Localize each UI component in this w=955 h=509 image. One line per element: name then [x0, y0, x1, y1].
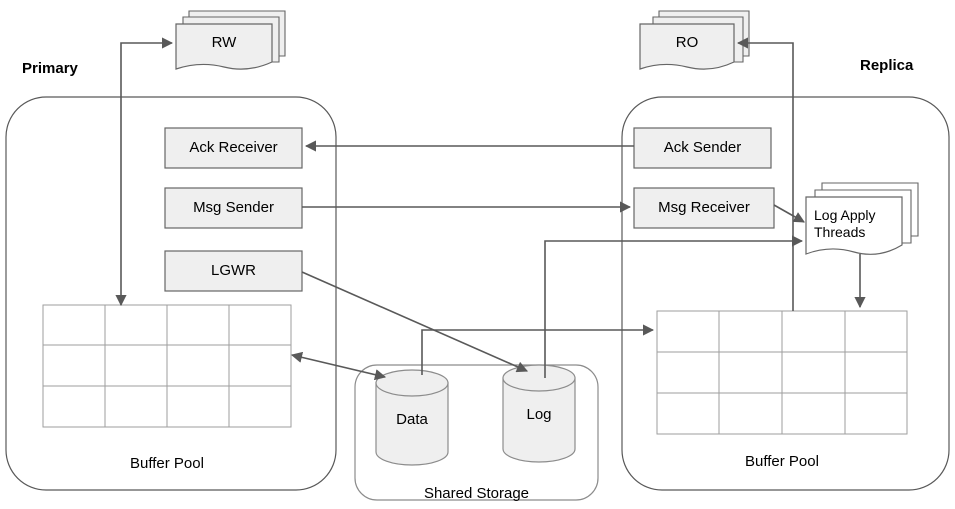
- connector-replica-buffer-pool-to-ro: [736, 37, 794, 311]
- lgwr-box[interactable]: [164, 250, 303, 292]
- log-cylinder[interactable]: [502, 364, 576, 463]
- msg-sender-box[interactable]: [164, 187, 303, 229]
- connector-msg-receiver-to-log-apply-threads: [773, 204, 805, 223]
- replica-buffer-pool: [656, 310, 908, 435]
- connector-data-to-replica-buffer-pool: [421, 324, 655, 375]
- rw-document-stack[interactable]: [175, 10, 286, 70]
- log-apply-threads-stack[interactable]: [805, 182, 919, 255]
- msg-receiver-box[interactable]: [633, 187, 775, 229]
- shared-storage-caption: Shared Storage: [423, 485, 530, 502]
- data-cylinder[interactable]: [375, 369, 449, 466]
- primary-buffer-pool: [42, 304, 292, 428]
- shared-storage-container: [354, 364, 599, 501]
- primary-buffer-pool-caption: Buffer Pool: [130, 455, 204, 472]
- connector-lgwr-to-log: [301, 271, 529, 373]
- connector-log-to-log-apply-threads: [544, 235, 804, 378]
- connector-data-to-primary-buffer-pool: [290, 351, 387, 381]
- replica-zone-title: Replica: [860, 57, 914, 74]
- ack-receiver-box[interactable]: [164, 127, 303, 169]
- ack-sender-box[interactable]: [633, 127, 772, 169]
- connector-rw-buffer-pool: [115, 37, 174, 307]
- ro-document-stack[interactable]: [639, 10, 750, 70]
- replica-buffer-pool-caption: Buffer Pool: [745, 453, 819, 470]
- primary-zone-title: Primary: [22, 60, 78, 77]
- replica-container: [621, 96, 950, 491]
